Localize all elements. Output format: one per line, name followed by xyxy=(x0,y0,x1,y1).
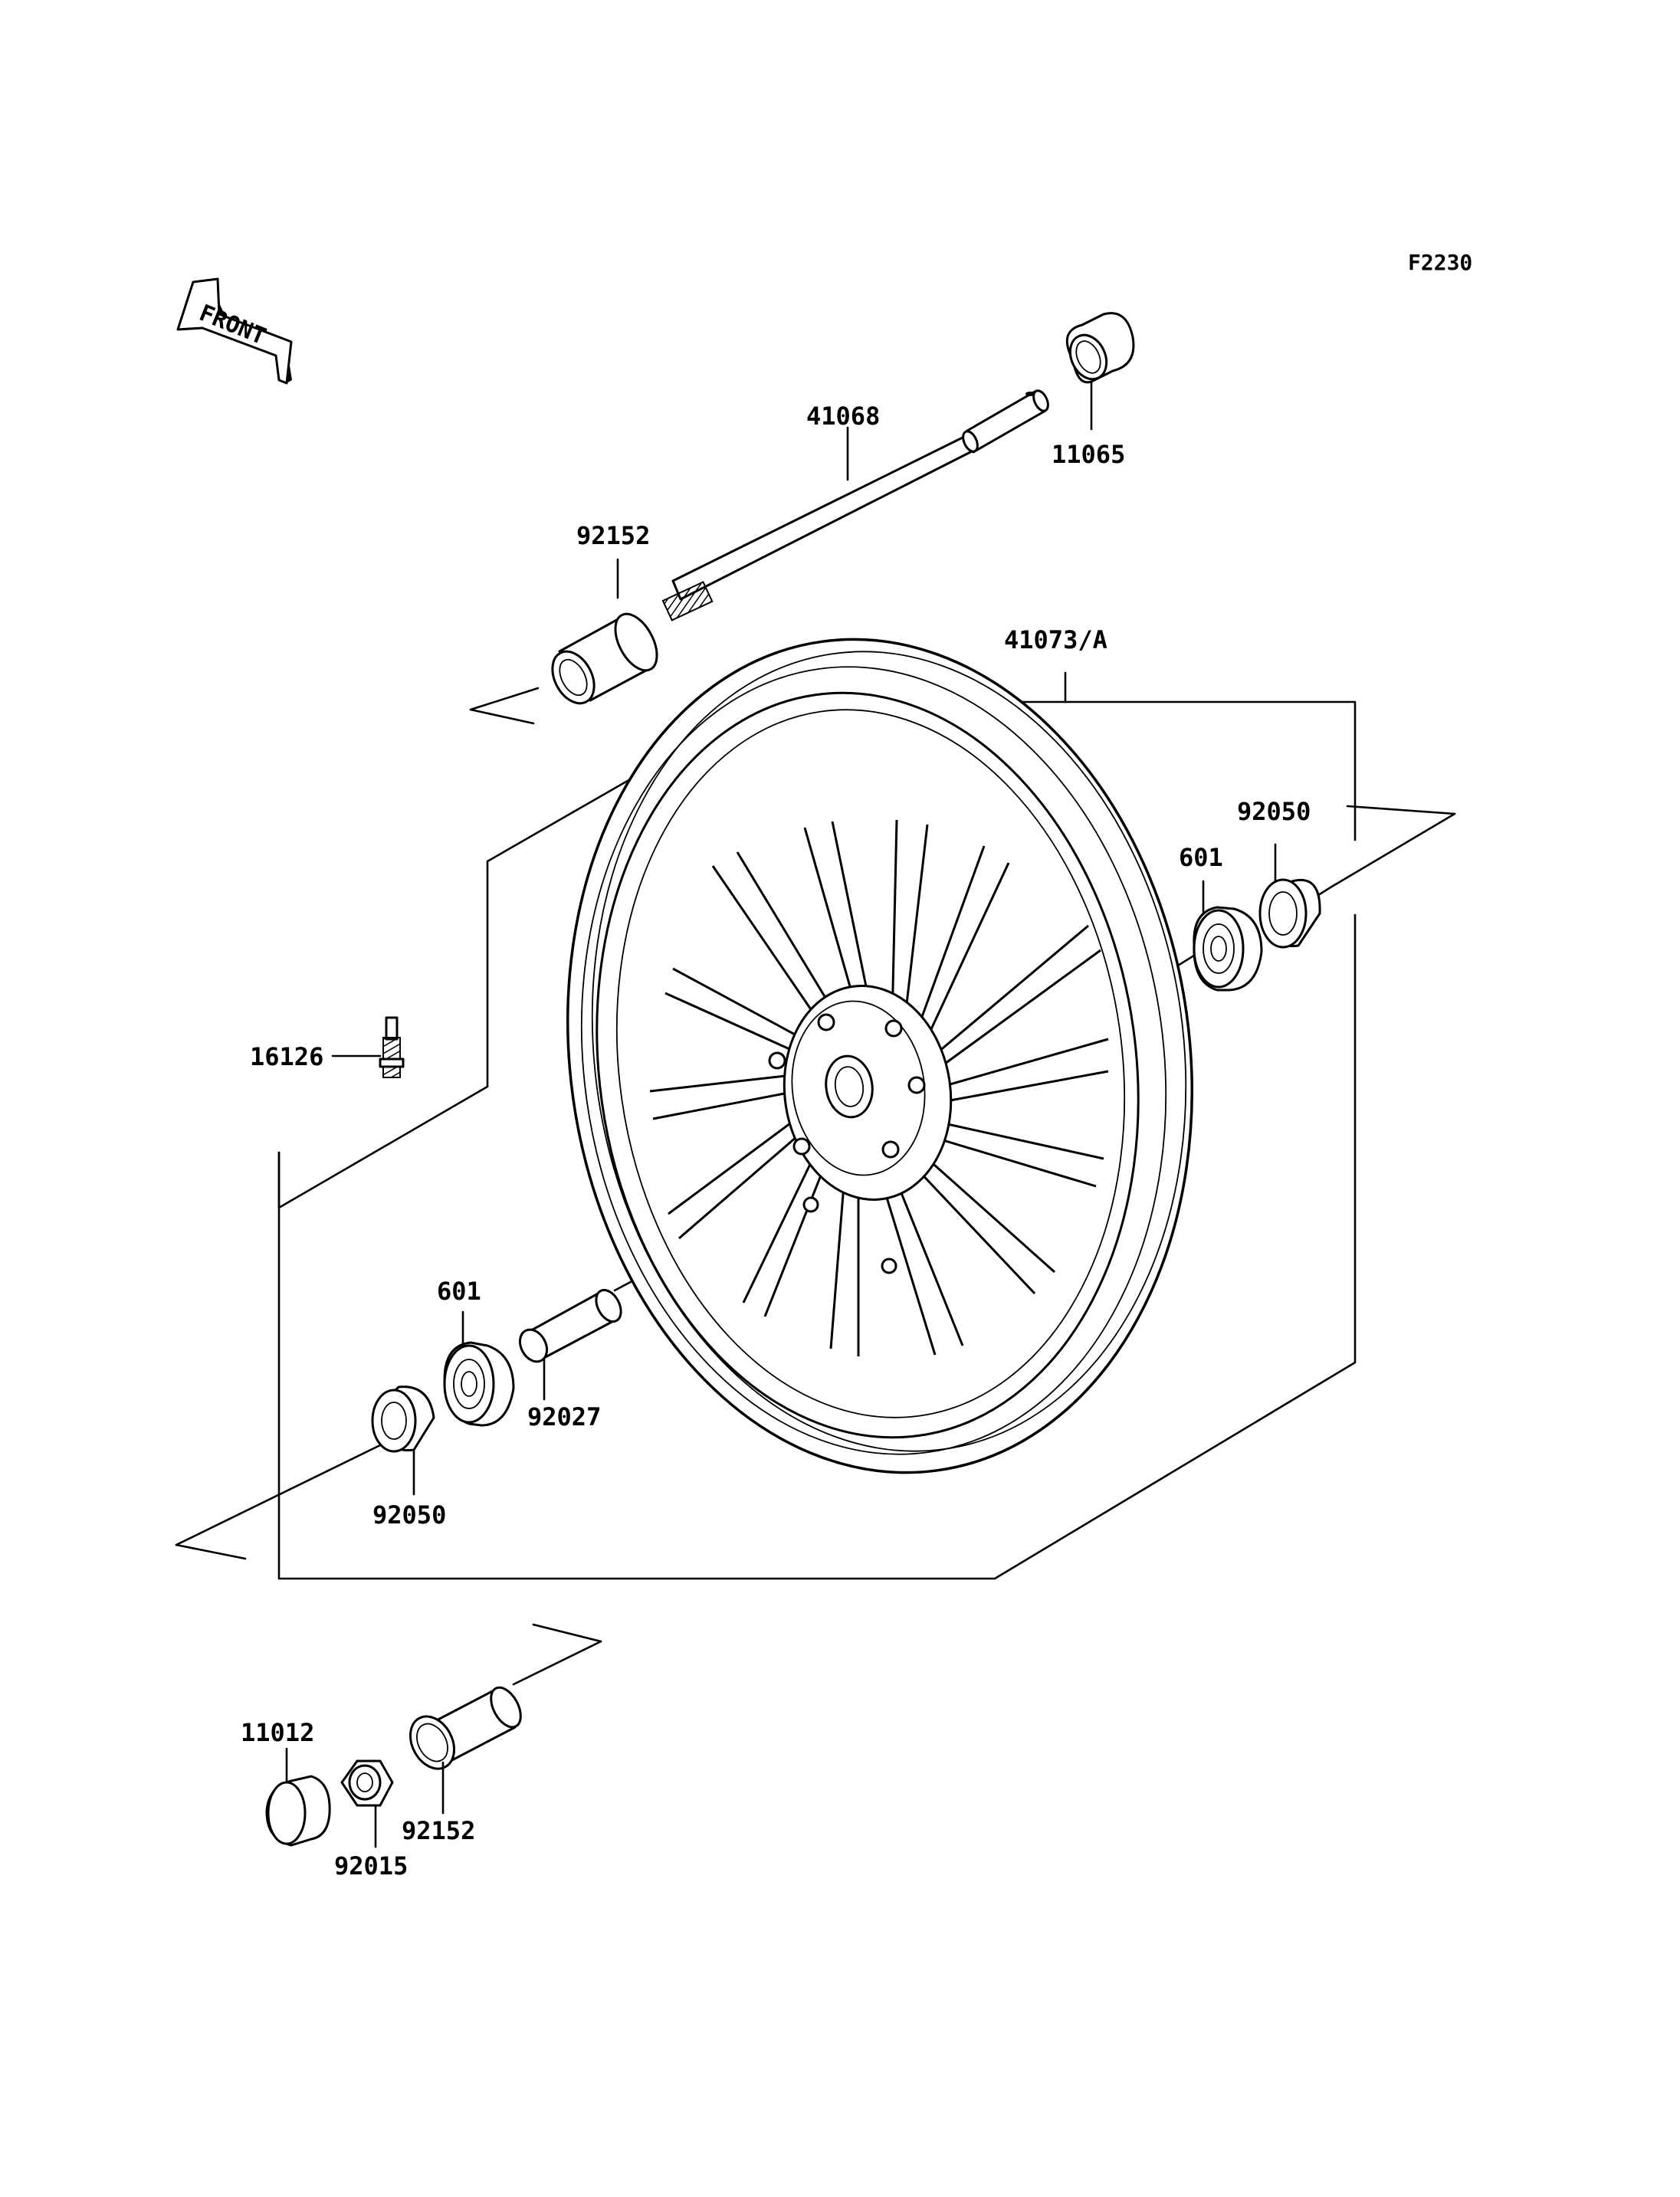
oil-seal-92050-left xyxy=(371,1385,435,1453)
label-11012: 11012 xyxy=(241,1718,314,1747)
diagram-code: F2230 xyxy=(1408,250,1472,275)
label-16126: 16126 xyxy=(250,1042,323,1071)
label-601-left: 601 xyxy=(437,1277,481,1306)
cap-11012 xyxy=(265,1775,331,1847)
label-92050-right: 92050 xyxy=(1237,797,1311,826)
collar-92152-bottom xyxy=(409,1686,522,1770)
wheel xyxy=(566,638,1193,1474)
label-92152-upper: 92152 xyxy=(576,521,650,550)
label-92152-bottom: 92152 xyxy=(402,1816,475,1845)
collar-92152-upper xyxy=(551,612,658,705)
front-arrow-label: FRONT xyxy=(195,300,270,350)
label-11065: 11065 xyxy=(1052,440,1125,469)
label-92015: 92015 xyxy=(334,1851,408,1881)
wheel-assy-frame xyxy=(175,671,1456,1686)
oil-seal-92050-right xyxy=(1258,878,1321,949)
bearing-601-left xyxy=(443,1341,515,1427)
label-92050-left: 92050 xyxy=(372,1500,446,1530)
label-601-right: 601 xyxy=(1179,843,1223,872)
label-41073A: 41073/A xyxy=(1004,625,1107,654)
bearing-601-right xyxy=(1193,906,1263,992)
axle xyxy=(661,389,1049,621)
collar-11065 xyxy=(1065,312,1135,384)
part-labels: 41068 11065 92152 41073/A 92050 601 1612… xyxy=(241,402,1311,1881)
label-92027: 92027 xyxy=(527,1402,601,1431)
leader-lines xyxy=(285,380,1277,1848)
front-arrow-icon: FRONT xyxy=(176,277,293,385)
nut-92015 xyxy=(340,1759,394,1807)
spacer-92027 xyxy=(518,1288,622,1363)
label-41068: 41068 xyxy=(806,402,880,431)
valve-16126 xyxy=(379,1016,405,1078)
